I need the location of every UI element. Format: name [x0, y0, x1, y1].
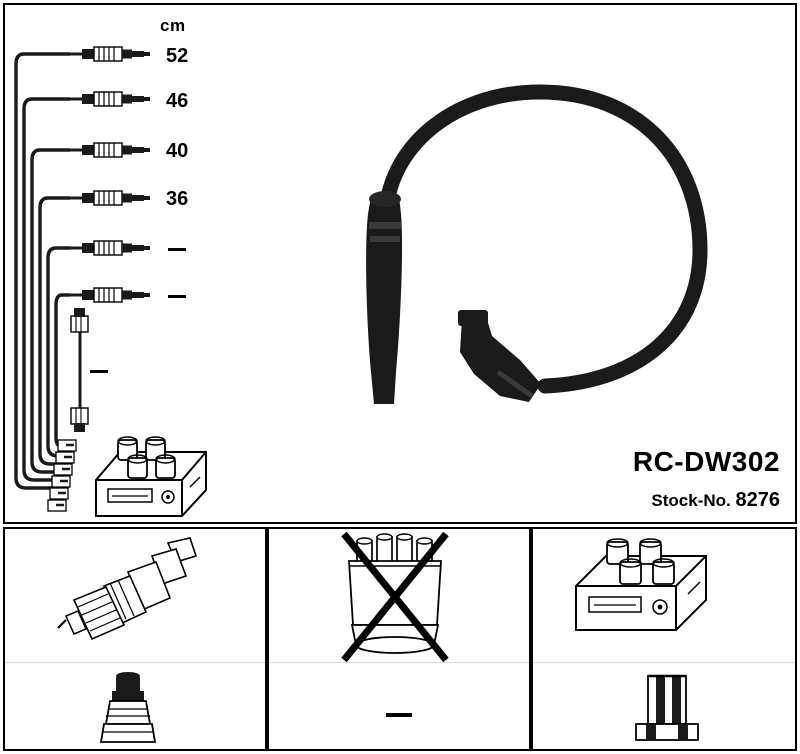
- cap-footer-dash-icon: [386, 713, 412, 717]
- cable-length-label-1: 52: [166, 45, 189, 67]
- cable-length-label-2: 46: [166, 90, 189, 112]
- cable-length-label-6: [168, 295, 186, 298]
- ignition-coil-cell: [531, 527, 797, 751]
- cable-length-label-5: [168, 248, 186, 251]
- stock-number-value: 8276: [735, 489, 781, 511]
- cable-length-label-3: 40: [166, 140, 189, 162]
- part-number: RC-DW302: [632, 446, 780, 477]
- stock-number-label: Stock-No.: [651, 491, 731, 510]
- spark-plug-cell: [3, 527, 267, 751]
- distributor-cap-cell: [267, 527, 531, 751]
- cable-length-label-4: 36: [166, 188, 189, 210]
- plug-cell-divider: [5, 662, 265, 663]
- stock-number: Stock-No. 8276: [520, 489, 780, 512]
- cap-cell-divider: [269, 662, 529, 663]
- scale-unit-label: cm: [160, 16, 186, 35]
- coil-cell-divider: [533, 662, 795, 663]
- cable-length-label-7: [90, 370, 108, 373]
